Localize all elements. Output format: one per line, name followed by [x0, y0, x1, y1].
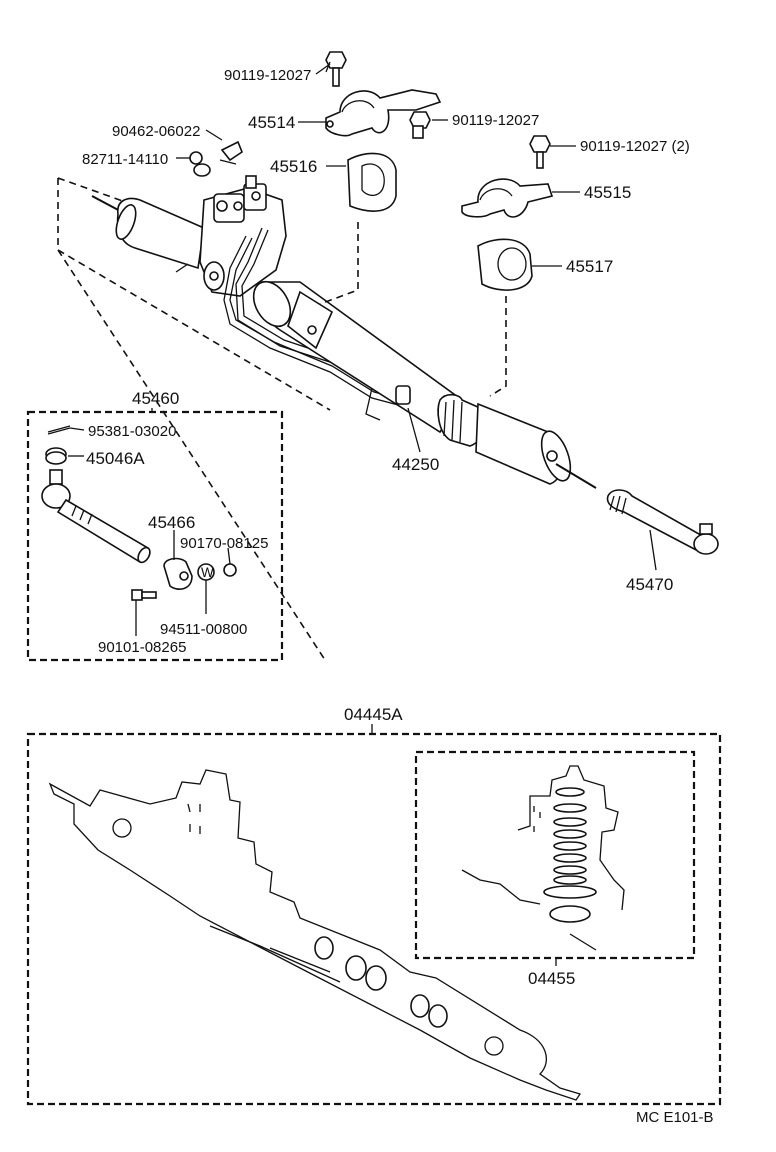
label-tie-rod-right: 45470	[626, 575, 673, 594]
valve-body	[199, 175, 287, 297]
small-nut-icon	[223, 563, 237, 577]
bracket-right-icon	[461, 178, 554, 218]
stopper-icon	[163, 557, 193, 590]
label-bolt-top: 90119-12027	[224, 67, 311, 84]
bolt-right-icon	[409, 111, 431, 139]
label-washer: 94511-00800	[160, 621, 247, 638]
housing-outline-icon	[48, 769, 582, 1101]
label-bolt-right: 90119-12027	[452, 112, 539, 129]
cotter-pin-icon	[47, 425, 71, 435]
label-cotter-pin: 95381-03020	[88, 423, 176, 440]
tie-rod-left-box	[26, 410, 284, 662]
bracket-left-icon	[325, 89, 442, 137]
label-clamp: 82711-14110	[82, 151, 168, 168]
seal-ring-icon	[314, 936, 448, 1028]
bushing-right-icon	[477, 238, 533, 291]
bushing-right-leader	[489, 296, 507, 397]
clamp-icon	[189, 151, 211, 177]
gear-housing-center	[252, 280, 464, 434]
label-housing-kit: 04445A	[344, 705, 403, 724]
label-bracket-left: 45514	[248, 113, 295, 132]
sensor-connector	[395, 385, 411, 405]
label-small-nut: 90170-08125	[180, 535, 268, 552]
gear-housing-right	[475, 402, 597, 489]
bolt-top-icon	[325, 51, 347, 87]
label-tie-rod-left-set: 45460	[132, 389, 179, 408]
label-gear-assembly: 44250	[392, 455, 439, 474]
label-clip: 90462-06022	[112, 123, 200, 140]
tie-rod-right-icon	[606, 489, 719, 555]
label-valve-kit: 04455	[528, 969, 575, 988]
washer-icon: W	[197, 563, 215, 581]
leader-lines	[176, 63, 580, 453]
label-bushing-right: 45517	[566, 257, 613, 276]
bushing-left-leader	[319, 222, 359, 305]
bolt-far-right-icon	[529, 135, 551, 169]
gear-assembly-outline	[57, 177, 331, 661]
small-bolt-icon	[131, 589, 157, 601]
housing-kit-box	[26, 732, 722, 1106]
bushing-left-icon	[347, 152, 397, 212]
valve-kit-box	[414, 750, 696, 960]
label-bolt-far-right: 90119-12027 (2)	[580, 138, 690, 155]
label-stopper: 45466	[148, 513, 195, 532]
castle-nut-icon	[45, 447, 67, 465]
label-diagram-code: MC E101-B	[636, 1109, 714, 1126]
gear-housing-left	[91, 195, 205, 270]
valve-stack-icon	[461, 765, 625, 951]
clip-icon	[219, 140, 243, 165]
label-bracket-right: 45515	[584, 183, 631, 202]
tie-rod-end-left-icon	[41, 469, 151, 564]
washer-mark: W	[201, 565, 214, 580]
label-bushing-left: 45516	[270, 157, 317, 176]
label-small-bolt: 90101-08265	[98, 639, 186, 656]
label-nut: 45046A	[86, 449, 145, 468]
